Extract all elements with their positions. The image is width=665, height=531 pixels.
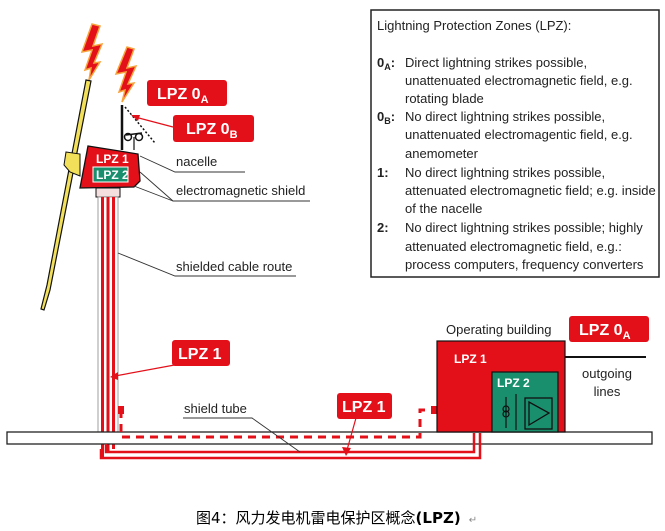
svg-text:LPZ 1: LPZ 1: [454, 352, 487, 366]
callout-nacelle: nacelle: [139, 154, 245, 173]
nacelle: LPZ 1 LPZ 2: [79, 145, 141, 189]
svg-text:No direct lightning strikes po: No direct lightning strikes possible; hi…: [405, 220, 643, 235]
nacelle-lpz1-label: LPZ 1: [96, 152, 129, 166]
operating-building: Operating building LPZ 1 LPZ 2: [436, 322, 566, 433]
svg-text:0A:: 0A:: [377, 55, 395, 72]
amplifier-icon: [524, 397, 553, 430]
tower-lpz1-badge: LPZ 1: [110, 340, 230, 380]
svg-text:LPZ 0A: LPZ 0A: [579, 322, 631, 342]
legend-entry-1: 1: No direct lightning strikes possible,…: [377, 165, 656, 216]
svg-text:outgoing: outgoing: [582, 366, 632, 381]
svg-text:shielded cable route: shielded cable route: [176, 259, 292, 274]
svg-text:No direct lightning strikes po: No direct lightning strikes possible,: [405, 109, 605, 124]
svg-text:LPZ 0B: LPZ 0B: [186, 121, 238, 141]
legend-entry-0a: 0A: Direct lightning strikes possible, u…: [377, 55, 633, 106]
building-title: Operating building: [446, 322, 552, 337]
svg-text:LPZ 0A: LPZ 0A: [157, 86, 209, 106]
svg-text:unattenuated electromagnetic f: unattenuated electromagnetic field, e.g.: [405, 73, 633, 88]
tower: [95, 187, 121, 457]
legend-title: Lightning Protection Zones (LPZ):: [377, 18, 571, 33]
svg-text:shield tube: shield tube: [184, 401, 247, 416]
svg-text:LPZ 2: LPZ 2: [497, 376, 530, 390]
figure-caption: 图4：风力发电机雷电保护区概念(LPZ)↵: [196, 509, 477, 527]
callout-shield-tube: shield tube: [183, 401, 301, 453]
svg-text:unattenuated electromagentic f: unattenuated electromagentic field, e.g.: [405, 127, 633, 142]
svg-text:anemometer: anemometer: [405, 146, 479, 161]
ground-slab: [6, 431, 653, 445]
svg-text:2:: 2:: [377, 220, 389, 235]
rotor-blade: [40, 79, 92, 311]
svg-text:1:: 1:: [377, 165, 389, 180]
legend-box: Lightning Protection Zones (LPZ): 0A: Di…: [370, 9, 660, 278]
legend-entry-2: 2: No direct lightning strikes possible;…: [377, 220, 644, 272]
tube-lpz1-badge: LPZ 1: [337, 393, 392, 456]
svg-text:No direct lightning strikes po: No direct lightning strikes possible,: [405, 165, 605, 180]
svg-text:nacelle: nacelle: [176, 154, 217, 169]
legend-entry-0b: 0B: No direct lightning strikes possible…: [377, 109, 633, 161]
lpz-0a-badge: LPZ 0A: [147, 80, 227, 106]
svg-text:Direct lightning strikes possi: Direct lightning strikes possible,: [405, 55, 587, 70]
svg-text:LPZ 1: LPZ 1: [178, 346, 222, 363]
outgoing-lines: outgoing lines: [565, 356, 646, 399]
svg-text:lines: lines: [594, 384, 621, 399]
anemometer-mast: [120, 105, 174, 150]
svg-text:rotating blade: rotating blade: [405, 91, 484, 106]
shield-tube: [99, 406, 482, 460]
building-lpz-0a-badge: LPZ 0A: [569, 316, 649, 342]
transformer-icon: [502, 394, 517, 430]
lightning-bolt-icon: [114, 46, 138, 103]
callout-cable-route: shielded cable route: [117, 252, 296, 277]
callout-shield: electromagnetic shield: [133, 171, 310, 202]
svg-text:0B:: 0B:: [377, 109, 395, 126]
nacelle-lpz2-label: LPZ 2: [96, 168, 129, 182]
svg-text:process computers, frequency c: process computers, frequency converters: [405, 257, 644, 272]
svg-text:attenuated electromagnetic fie: attenuated electromagnetic field; e.g. i…: [405, 183, 656, 198]
svg-text:attenuated electromagnetic fie: attenuated electromagnetic field, e.g.:: [405, 239, 622, 254]
svg-text:LPZ 1: LPZ 1: [342, 399, 386, 416]
svg-text:electromagnetic shield: electromagnetic shield: [176, 183, 305, 198]
lpz-0b-badge: LPZ 0B: [173, 115, 254, 142]
lightning-bolt-icon: [80, 23, 104, 81]
svg-text:of the nacelle: of the nacelle: [405, 201, 482, 216]
